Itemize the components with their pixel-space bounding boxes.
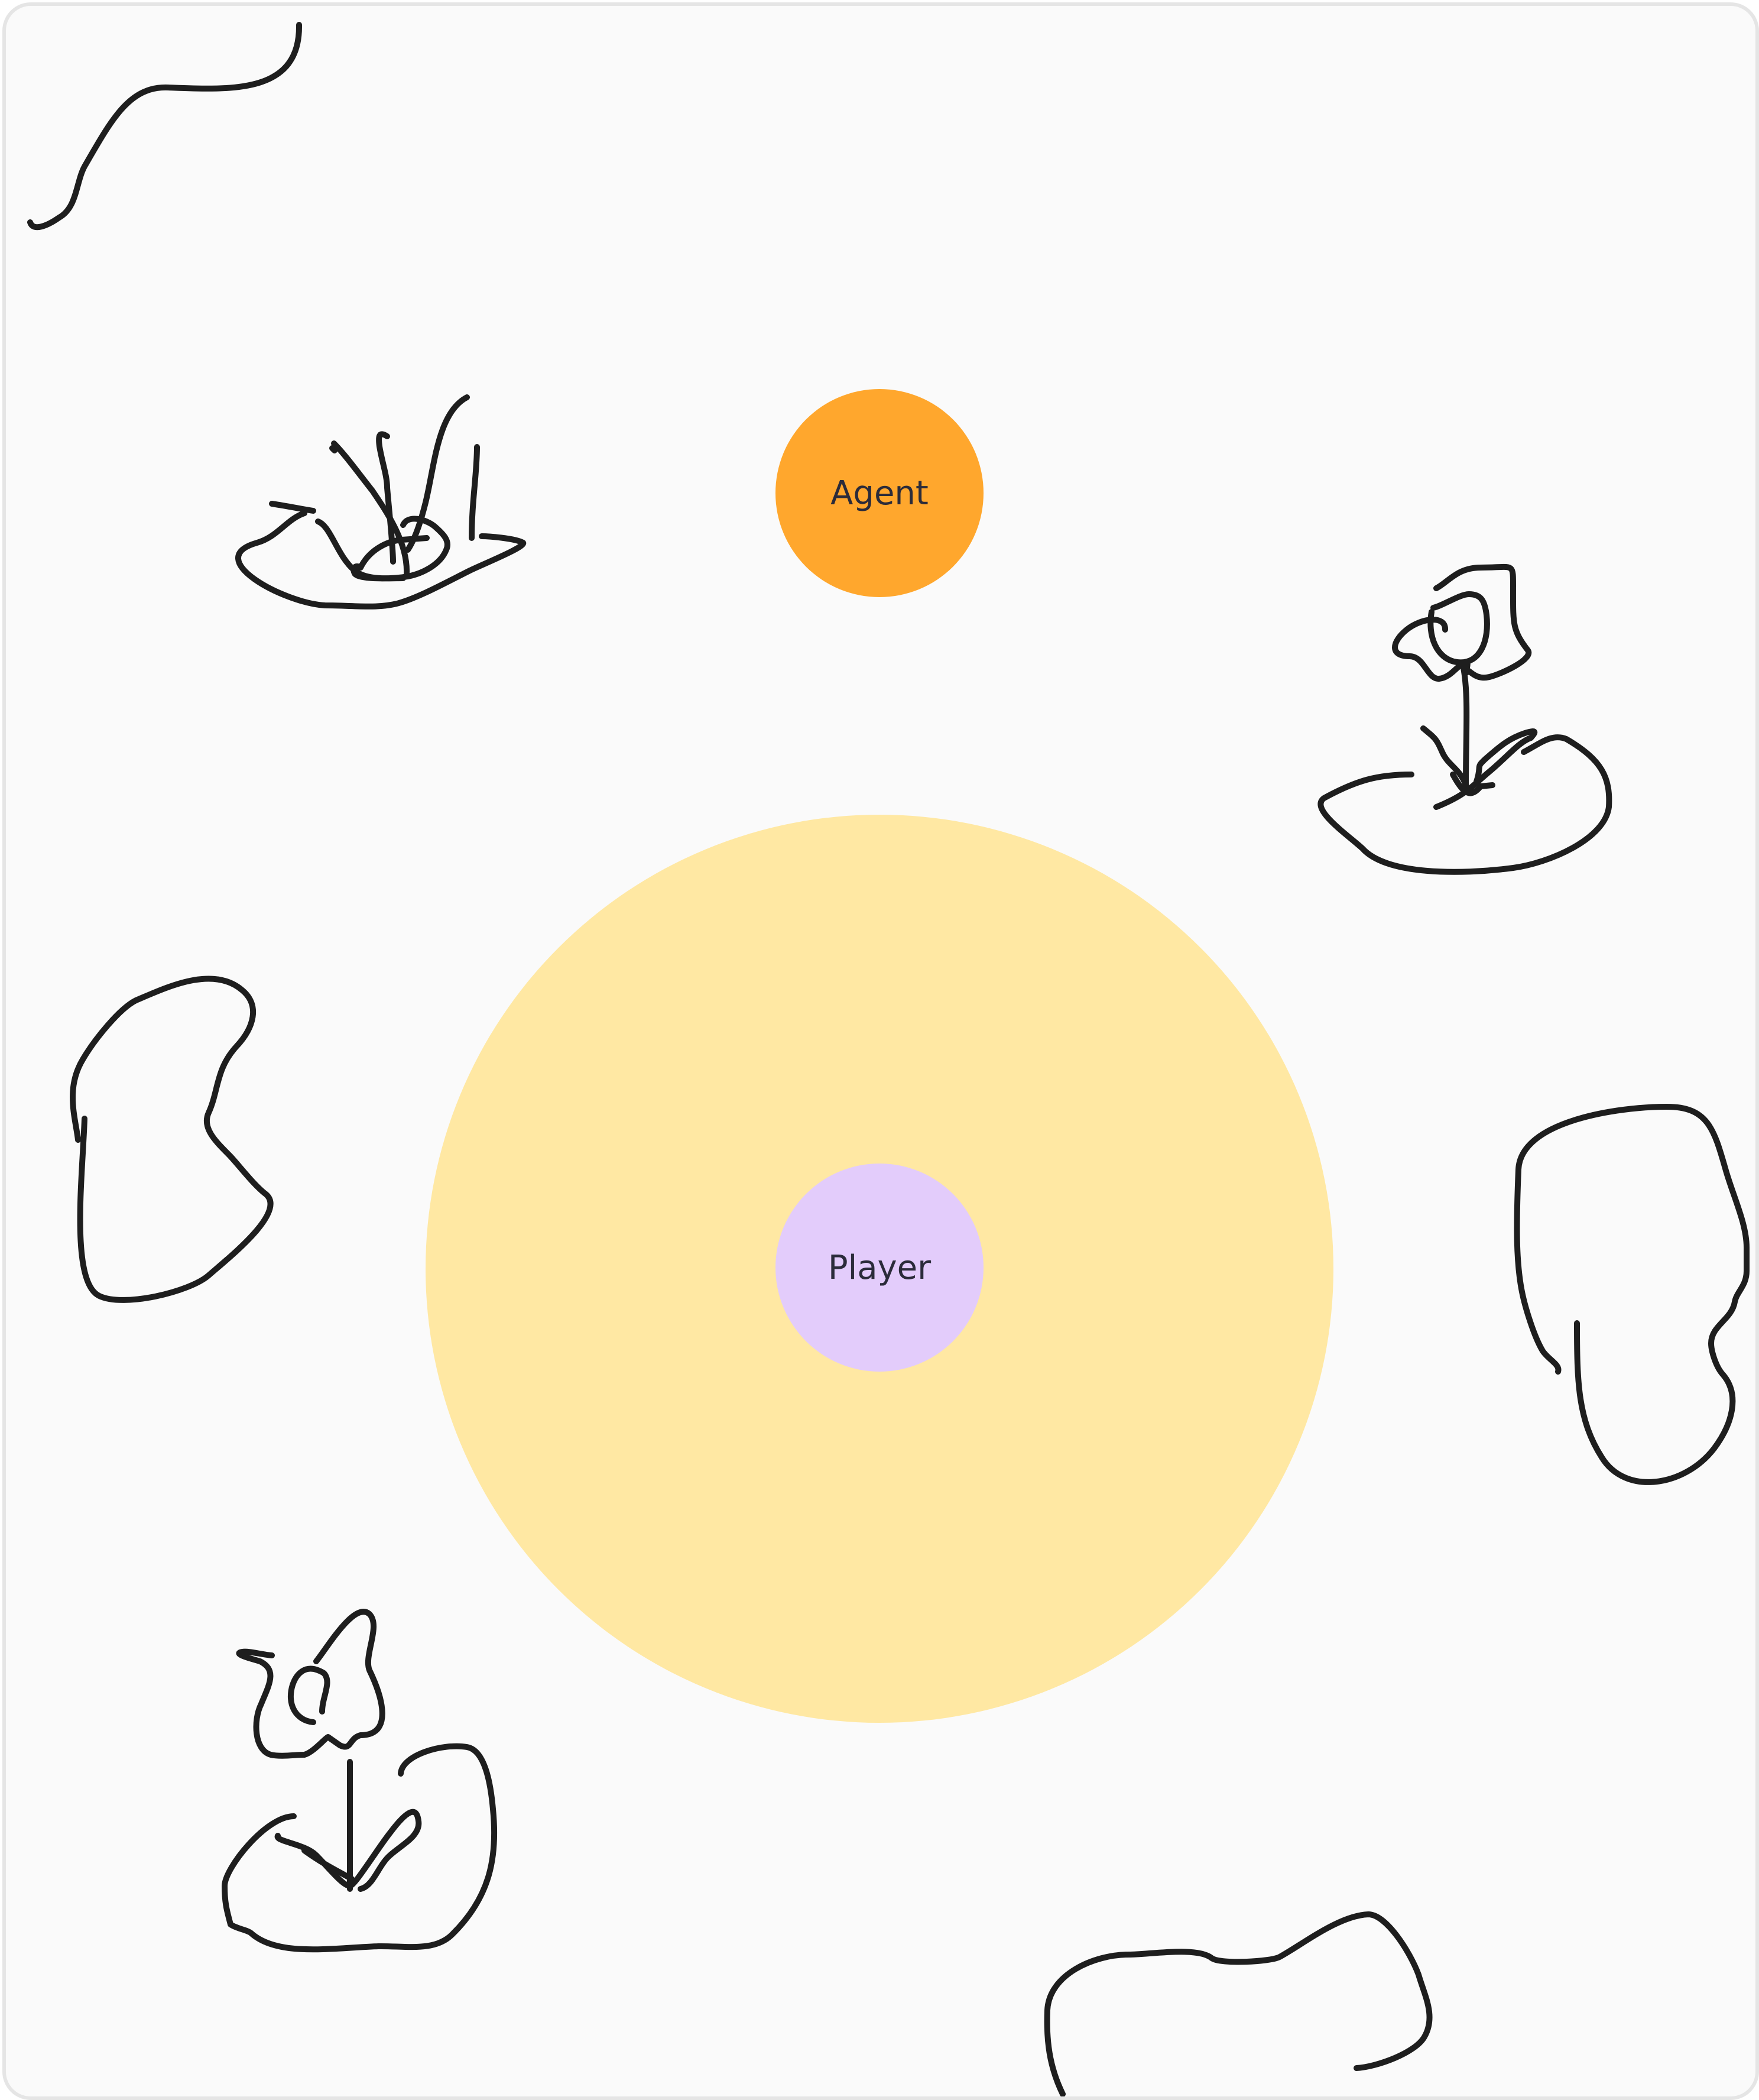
game-field[interactable]: Agent Player xyxy=(6,6,1755,2096)
squiggle-line-doodle xyxy=(27,22,303,231)
grass-tuft-doodle xyxy=(235,394,527,610)
agent-token[interactable]: Agent xyxy=(775,389,984,597)
boulder-doodle xyxy=(1514,1104,1750,1485)
boulder-doodle xyxy=(70,976,274,1303)
flower-sprout-doodle xyxy=(222,1609,498,1953)
flower-sprout-doodle xyxy=(1317,563,1612,875)
player-token[interactable]: Player xyxy=(775,1164,984,1372)
terrain-doodles xyxy=(27,22,1750,2096)
boulder-doodle xyxy=(1044,1911,1433,2096)
agent-label: Agent xyxy=(830,474,929,513)
player-label: Player xyxy=(827,1248,932,1287)
